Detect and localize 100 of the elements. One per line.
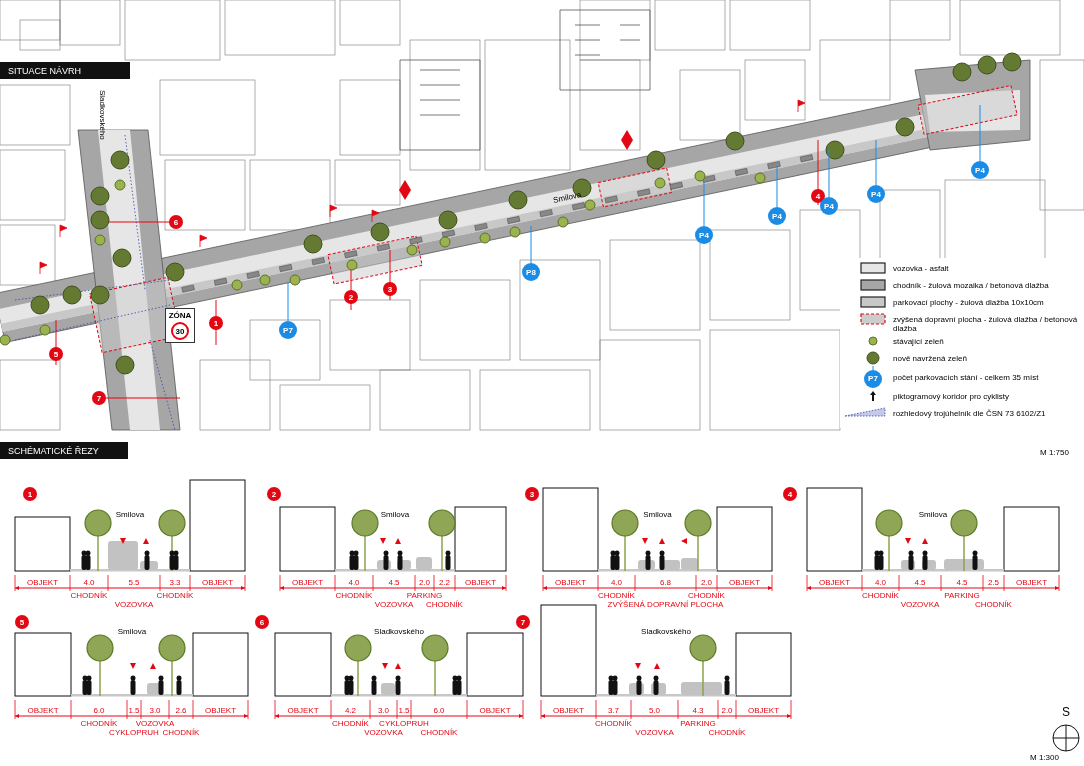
scale-text: M 1:750: [1040, 449, 1069, 457]
dimension-caption: CHODNÍK: [332, 720, 369, 728]
section-marker: 3: [525, 487, 539, 501]
dimension-value: OBJEKT: [1015, 579, 1048, 587]
dimension-value: OBJEKT: [204, 707, 237, 715]
street-name: Sladkovského: [374, 628, 424, 636]
dimension-caption: ZVÝŠENÁ DOPRAVNÍ PLOCHA: [607, 601, 724, 609]
parking-marker: P4: [820, 197, 838, 215]
leader-line: [530, 225, 532, 264]
street-name: Smilova: [117, 628, 147, 636]
street-name: Smilova: [643, 511, 672, 519]
dimension-value: 3.7: [607, 707, 620, 715]
section-marker: 3: [383, 282, 397, 296]
section-marker: 2: [267, 487, 281, 501]
legend-text: nově navržená zeleň: [893, 354, 968, 363]
dimension-caption: PARKING: [406, 592, 443, 600]
dimension-caption: VOZOVKA: [114, 601, 154, 609]
dimension-value: OBJEKT: [464, 579, 497, 587]
legend-text: chodník - žulová mozaika / betonová dlažba: [893, 281, 1050, 290]
sign-text: ZÓNA: [167, 311, 193, 320]
street-name: Sladkovského: [98, 90, 106, 140]
dimension-caption: CHODNÍK: [688, 592, 725, 600]
dimension-value: 1.5: [128, 707, 140, 715]
dimension-caption: VOZOVKA: [374, 601, 414, 609]
marker-text: P7: [868, 375, 878, 383]
dimension-caption: PARKING: [944, 592, 980, 600]
dimension-value: OBJEKT: [26, 579, 59, 587]
dimension-caption: PARKING: [680, 720, 716, 728]
dimension-value: OBJEKT: [747, 707, 780, 715]
dimension-value: 2.0: [700, 579, 713, 587]
dimension-caption: CHODNÍK: [80, 720, 118, 728]
dimension-value: OBJEKT: [479, 707, 511, 715]
parking-marker: P8: [522, 263, 540, 281]
section-marker: 1: [209, 316, 223, 330]
dimension-caption: VOZOVKA: [900, 601, 940, 609]
section-marker: 4: [783, 487, 797, 501]
dimension-value: 6.8: [659, 579, 672, 587]
dimension-value: 6.0: [93, 707, 105, 715]
dimension-caption: VOZOVKA: [135, 720, 175, 728]
dimension-value: 3.0: [377, 707, 390, 715]
dimension-value: 5.5: [128, 579, 140, 587]
section-marker: 7: [516, 615, 530, 629]
dimension-caption: CHODNÍK: [595, 720, 632, 728]
dimension-value: 3.0: [149, 707, 161, 715]
section-marker: 6: [169, 215, 183, 229]
dimension-caption: VOZOVKA: [635, 729, 674, 737]
section-marker: 1: [23, 487, 37, 501]
dimension-value: 4.5: [956, 579, 968, 587]
dimension-caption: CYKLOPRUH: [109, 729, 159, 737]
dimension-caption: CHODNÍK: [335, 592, 373, 600]
dimension-value: 4.5: [914, 579, 926, 587]
legend-text: piktogramový koridor pro cyklisty: [893, 392, 1011, 401]
street-name: Smilova: [552, 191, 582, 205]
section-marker: 7: [92, 391, 106, 405]
dimension-value: 2.5: [987, 579, 1000, 587]
dimension-value: 2.6: [175, 707, 187, 715]
dimension-value: 5.0: [648, 707, 661, 715]
leader-line: [875, 139, 877, 186]
section-heading: SITUACE NÁVRH: [0, 62, 130, 79]
dimension-value: OBJEKT: [818, 579, 851, 587]
dimension-value: 4.0: [83, 579, 95, 587]
speed-limit-icon: 30: [171, 322, 189, 340]
dimension-value: 4.3: [692, 707, 704, 715]
dimension-value: 6.0: [433, 707, 445, 715]
dimension-caption: VOZOVKA: [364, 729, 403, 737]
dimension-caption: CHODNÍK: [862, 592, 899, 600]
dimension-value: 4.2: [344, 707, 357, 715]
street-name: Smilova: [918, 511, 948, 519]
dimension-value: 2.0: [418, 579, 431, 587]
section-marker: 6: [255, 615, 269, 629]
dimension-caption: CHODNÍK: [420, 729, 458, 737]
dimension-value: 2.2: [438, 579, 451, 587]
leader-line: [776, 165, 778, 208]
parking-marker: P4: [695, 226, 713, 244]
street-name: Sladkovského: [641, 628, 691, 636]
dimension-caption: CHODNÍK: [156, 592, 194, 600]
dimension-caption: CHODNÍK: [162, 729, 200, 737]
legend-text: stávající zeleň: [893, 337, 945, 346]
scale-text: M 1:300: [1030, 754, 1059, 762]
dimension-caption: CHODNÍK: [598, 592, 635, 600]
leader-line: [828, 149, 830, 198]
legend-text: počet parkovacích stání - celkem 35 míst: [893, 373, 1040, 382]
parking-marker: P4: [768, 207, 786, 225]
dimension-value: OBJEKT: [287, 707, 319, 715]
dimension-caption: CHODNÍK: [975, 601, 1012, 609]
parking-marker: P4: [867, 185, 885, 203]
dimension-value: 3.3: [169, 579, 181, 587]
dimension-value: OBJEKT: [728, 579, 761, 587]
dimension-caption: CHODNÍK: [70, 592, 108, 600]
leader-line: [287, 281, 289, 322]
dimension-value: OBJEKT: [291, 579, 324, 587]
section-marker: 4: [811, 189, 825, 203]
dimension-value: 4.0: [874, 579, 887, 587]
dimension-value: 4.0: [348, 579, 360, 587]
legend-text: vozovka - asfalt: [893, 264, 950, 273]
dimension-value: OBJEKT: [27, 707, 59, 715]
street-name: Smilova: [115, 511, 145, 519]
parking-marker: P4: [971, 161, 989, 179]
dimension-value: OBJEKT: [552, 707, 585, 715]
leader-line: [979, 104, 981, 162]
